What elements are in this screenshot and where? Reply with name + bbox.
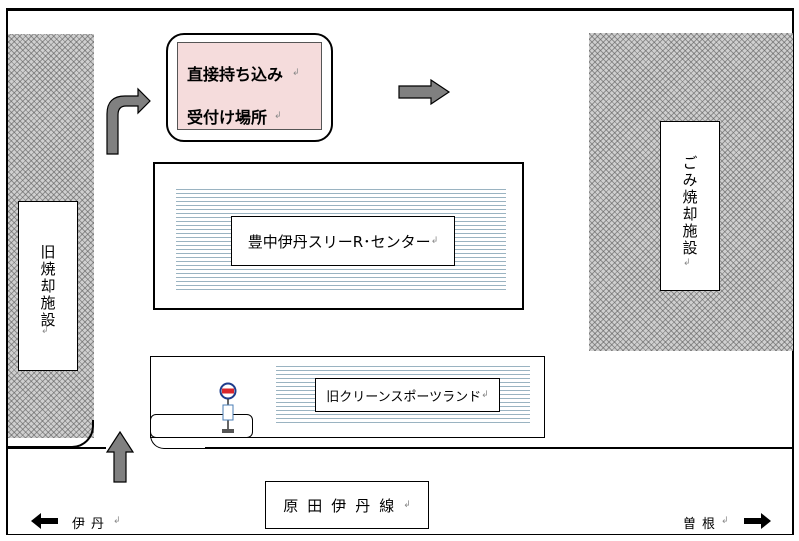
road-name-box: 原田伊丹線 ↲ bbox=[265, 481, 429, 529]
incinerator-label: ごみ焼却施設 bbox=[680, 155, 699, 257]
road-name-mark: ↲ bbox=[403, 500, 411, 510]
road-bottom-line bbox=[6, 534, 794, 535]
old-incinerator-mark: ↲ bbox=[41, 326, 49, 336]
sports-land-label-box: 旧クリーンスポーツランド ↲ bbox=[315, 378, 500, 412]
recycle-center-mark: ↲ bbox=[430, 236, 439, 246]
sports-land-label: 旧クリーンスポーツランド bbox=[326, 389, 482, 405]
direction-left-label: 伊丹 bbox=[72, 517, 111, 532]
incinerator-mark: ↲ bbox=[683, 258, 691, 268]
direction-right-label: 曽根 bbox=[683, 517, 722, 532]
road-edge-right bbox=[205, 447, 794, 449]
old-incinerator-label-box: 旧焼却施設 bbox=[18, 201, 78, 371]
reception-mark-2: ↲ bbox=[274, 111, 282, 121]
recycle-center-label-box: 豊中伊丹スリーR･センター ↲ bbox=[231, 216, 455, 266]
road-edge-left bbox=[6, 447, 106, 449]
right-arrow-icon bbox=[398, 78, 451, 106]
bus-stop-icon bbox=[219, 382, 237, 433]
up-arrow-icon bbox=[105, 430, 135, 483]
bus-bay-curve bbox=[150, 430, 210, 449]
sports-land-mark: ↲ bbox=[481, 390, 489, 400]
reception-box: 直接持ち込み 受付け場所 ↲ ↲ bbox=[177, 42, 322, 130]
direction-left-mark: ↲ bbox=[113, 516, 121, 526]
old-incinerator-label: 旧焼却施設 bbox=[38, 243, 57, 329]
map-frame bbox=[6, 8, 794, 535]
left-arrow-icon bbox=[31, 513, 58, 529]
direction-right-mark: ↲ bbox=[721, 516, 729, 526]
recycle-center-label: 豊中伊丹スリーR･センター bbox=[247, 232, 431, 251]
reception-line2: 受付け場所 bbox=[187, 108, 268, 127]
turn-right-arrow-icon bbox=[106, 87, 151, 155]
reception-mark-1: ↲ bbox=[292, 68, 300, 78]
incinerator-label-box: ごみ焼却施設 bbox=[660, 121, 720, 291]
old-incinerator-corner bbox=[8, 420, 94, 448]
reception-line1: 直接持ち込み bbox=[187, 65, 284, 84]
road-name-label: 原田伊丹線 bbox=[283, 496, 404, 515]
right-arrow-icon bbox=[744, 513, 771, 529]
